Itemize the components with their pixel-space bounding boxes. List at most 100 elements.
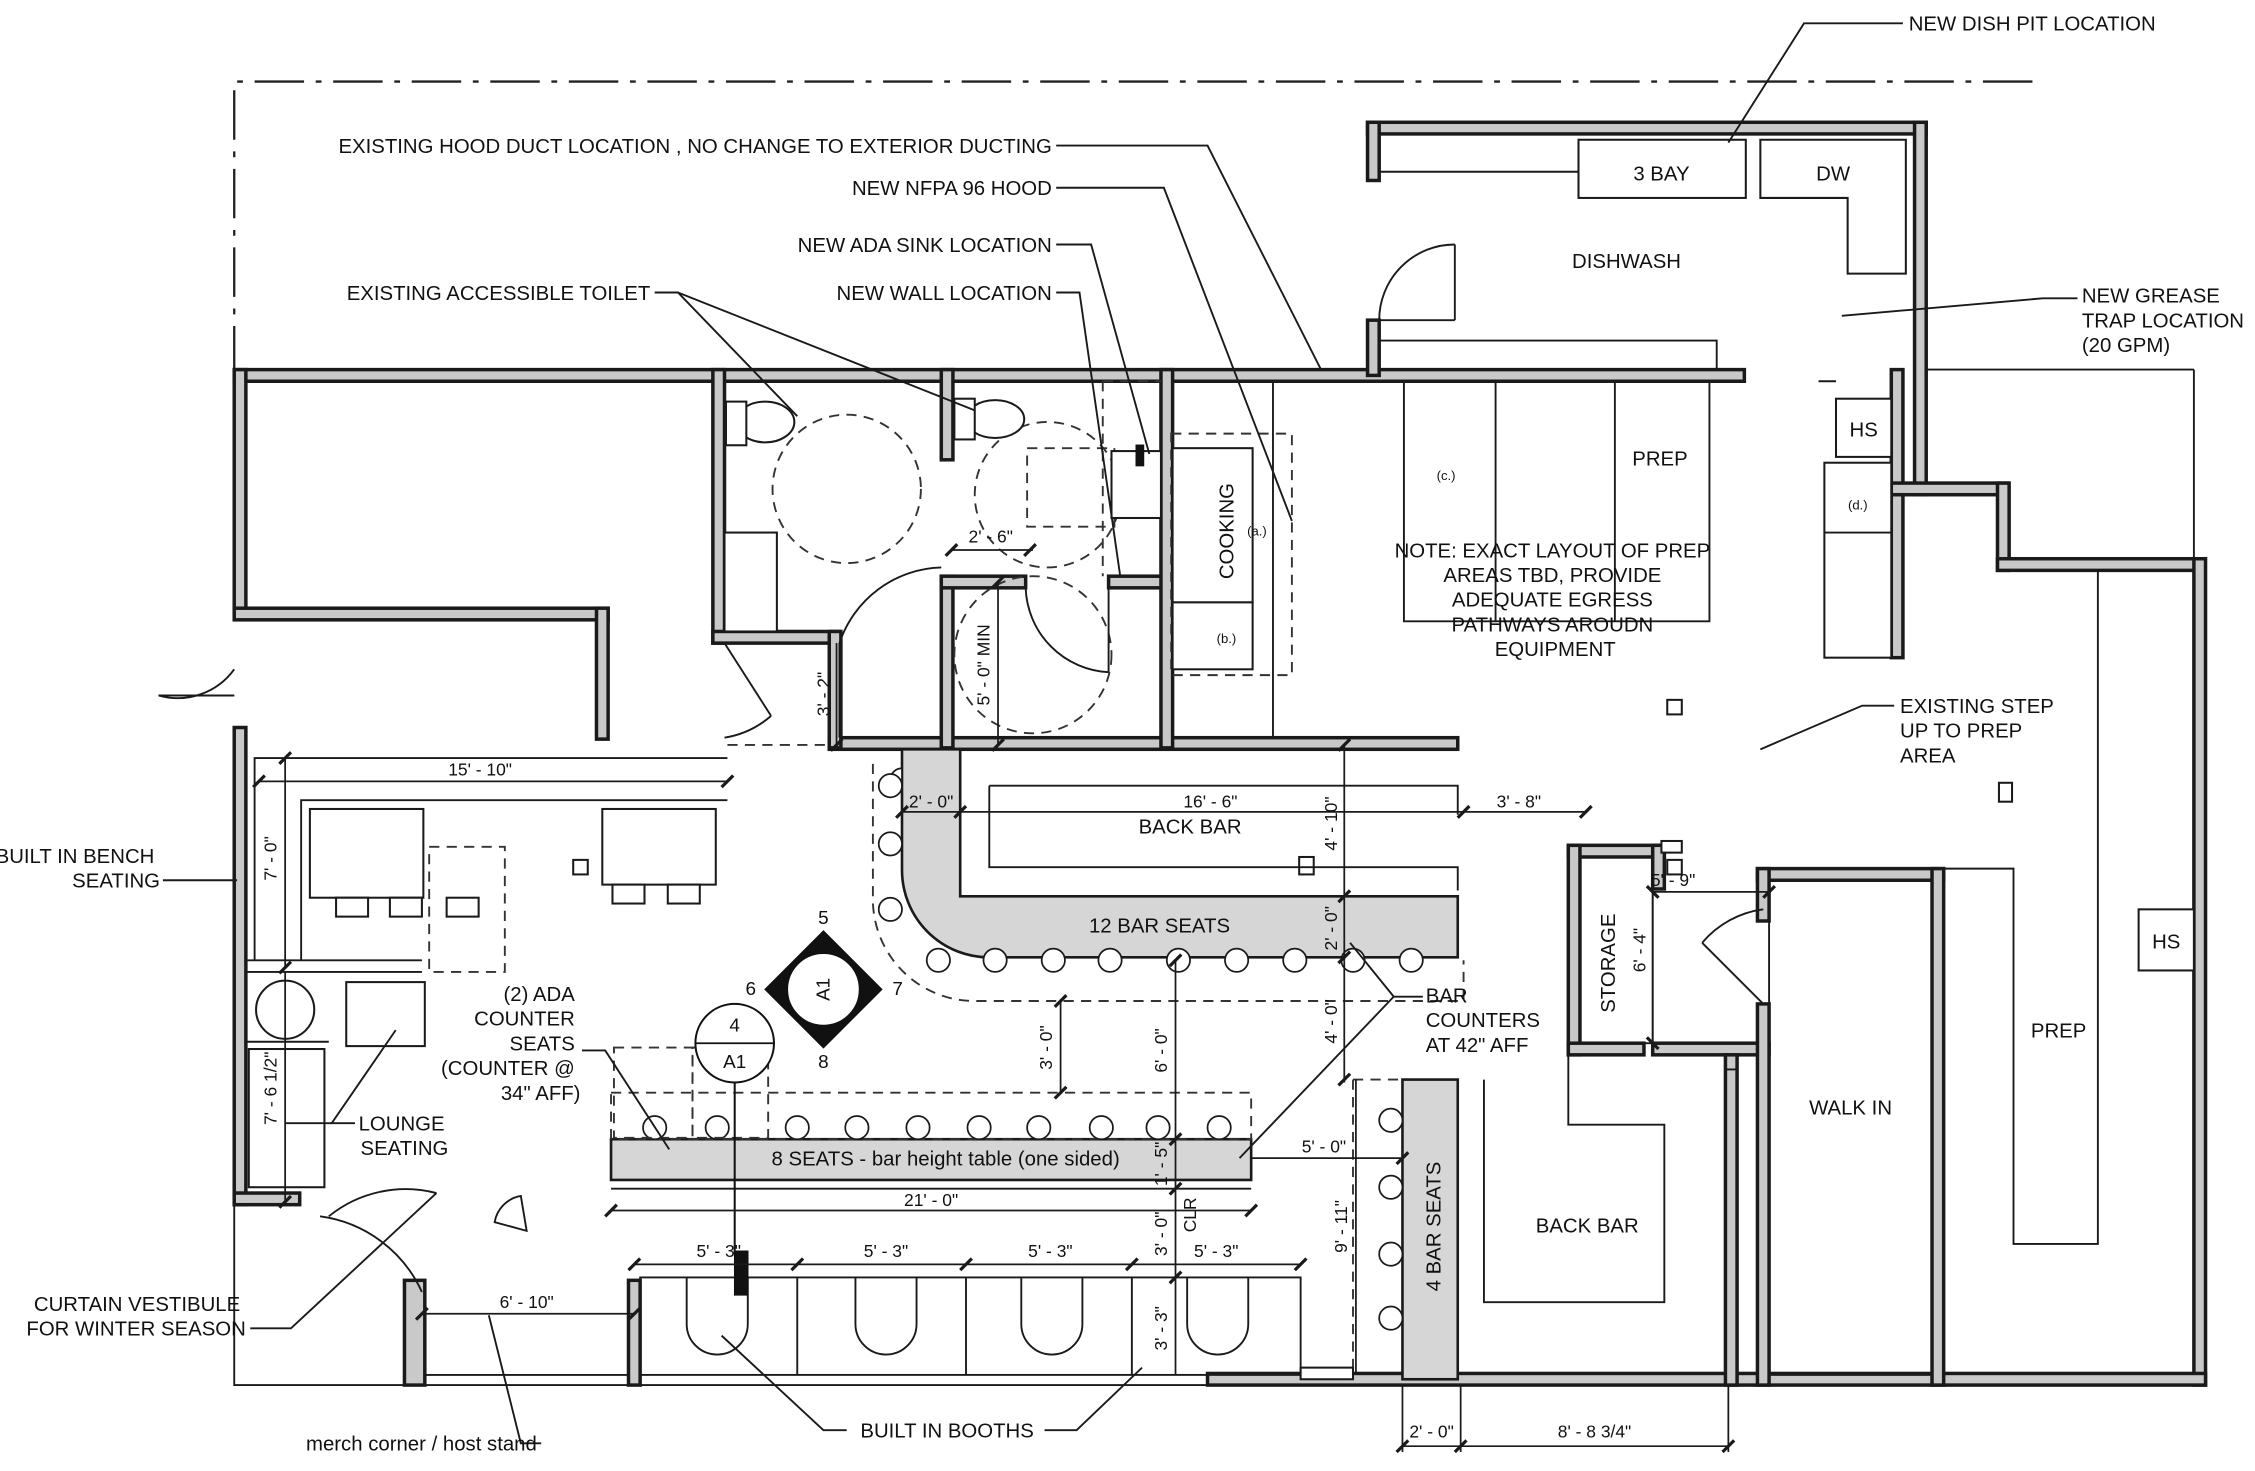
cooking-b <box>1171 601 1254 671</box>
a-tag: (a.) <box>1247 523 1267 538</box>
built-in-booths <box>639 1250 1355 1381</box>
walk-in-inner <box>1768 879 1933 1376</box>
svg-text:2' - 6": 2' - 6" <box>969 527 1013 547</box>
prep-top-label: PREP <box>1632 449 1687 471</box>
four-bar-counter <box>1401 1078 1460 1381</box>
svg-text:5' - 3": 5' - 3" <box>864 1241 908 1261</box>
bench-note: BUILT IN BENCH SEATING <box>0 846 160 893</box>
dishwash-door <box>1378 243 1455 322</box>
dim-6-4: 6' - 4" <box>1629 928 1649 972</box>
lounge-table <box>345 981 426 1048</box>
bar-stools-side <box>1378 1107 1404 1331</box>
svg-text:6' - 0": 6' - 0" <box>1151 1028 1171 1072</box>
dw-counter <box>1759 138 1907 275</box>
dish-pit-note: NEW DISH PIT LOCATION <box>1909 14 2156 36</box>
svg-text:5' - 3": 5' - 3" <box>1194 1241 1238 1261</box>
storage-label: STORAGE <box>1598 914 1620 1013</box>
dishwash-label: DISHWASH <box>1572 251 1681 273</box>
walls <box>232 120 2208 1387</box>
svg-text:2' - 0": 2' - 0" <box>909 792 953 812</box>
ada-counter-note: (2) ADA COUNTER SEATS (COUNTER @ 34" AFF… <box>441 984 580 1105</box>
hs-right-label: HS <box>2152 932 2180 954</box>
svg-text:CLR: CLR <box>1180 1197 1200 1232</box>
b-tag: (b.) <box>1217 631 1237 646</box>
dimensions: 15' - 10" 7' - 0" 7' - 6 1/2" 2' - 6" 5'… <box>252 527 1777 1454</box>
ada-sink-note: NEW ADA SINK LOCATION <box>798 235 1052 257</box>
svg-text:3' - 0": 3' - 0" <box>1036 1025 1056 1069</box>
d-equipment <box>1823 461 1893 659</box>
d-tag: (d.) <box>1848 497 1868 512</box>
three-bay-sink <box>1577 138 1747 199</box>
svg-text:2' - 0": 2' - 0" <box>1409 1421 1453 1441</box>
hood-note: NEW NFPA 96 HOOD <box>852 178 1052 200</box>
hs-top-label: HS <box>1849 420 1877 442</box>
svg-text:5' - 9": 5' - 9" <box>1651 870 1695 890</box>
svg-text:4' - 0": 4' - 0" <box>1321 999 1341 1043</box>
section-marker-a1: A1 5 6 7 8 <box>745 908 902 1073</box>
table-2 <box>601 807 717 886</box>
lounge-note: LOUNGE SEATING <box>359 1113 451 1160</box>
four-bar-seats-label: 4 BAR SEATS <box>1423 1162 1445 1292</box>
svg-text:5' - 0" MIN: 5' - 0" MIN <box>973 624 993 705</box>
merch-note: merch corner / host stand <box>306 1434 537 1456</box>
storage-door <box>1701 908 1764 1005</box>
hs-top <box>1834 397 1893 458</box>
svg-text:7: 7 <box>892 979 903 1000</box>
hood-outline <box>1170 432 1293 677</box>
vestibule-curtain <box>319 1215 423 1293</box>
c-tag: (c.) <box>1437 468 1456 483</box>
hood-duct-note: EXISTING HOOD DUCT LOCATION , NO CHANGE … <box>338 136 1051 158</box>
dw-label: DW <box>1816 163 1851 185</box>
svg-text:5' - 3": 5' - 3" <box>1028 1241 1072 1261</box>
cooking-label: COOKING <box>1217 483 1239 579</box>
bar-counters-note: BAR COUNTERS AT 42" AFF <box>1426 985 1546 1056</box>
step-note: EXISTING STEP UP TO PREP AREA <box>1900 696 2060 767</box>
prep-right-label: PREP <box>2031 1020 2086 1042</box>
back-bar-right-label: BACK BAR <box>1536 1215 1639 1237</box>
svg-text:5' - 0": 5' - 0" <box>1302 1136 1346 1156</box>
svg-text:3' - 3": 3' - 3" <box>1151 1306 1171 1350</box>
hs-right <box>2137 908 2195 972</box>
svg-text:A1: A1 <box>813 978 834 1001</box>
grease-trap-note: NEW GREASE TRAP LOCATION (20 GPM) <box>2082 286 2250 357</box>
twelve-bar-seats-label: 12 BAR SEATS <box>1089 916 1230 938</box>
svg-text:A1: A1 <box>723 1052 746 1073</box>
storefront-glazing <box>233 1204 405 1387</box>
eight-table-stools <box>642 1115 1232 1141</box>
svg-text:1' - 5": 1' - 5" <box>1151 1142 1171 1186</box>
svg-text:5: 5 <box>818 908 829 929</box>
svg-text:21' - 0": 21' - 0" <box>904 1190 958 1210</box>
eight-seat-table <box>609 1137 1253 1182</box>
eight-seats-label: 8 SEATS - bar height table (one sided) <box>772 1148 1120 1170</box>
toilet-note: EXISTING ACCESSIBLE TOILET <box>347 283 651 305</box>
cooking-line <box>1171 447 1254 604</box>
svg-text:16' - 6": 16' - 6" <box>1183 792 1237 812</box>
property-line <box>233 80 2037 376</box>
table-1 <box>308 807 425 899</box>
svg-text:7' - 0": 7' - 0" <box>260 836 280 880</box>
svg-text:3' - 0": 3' - 0" <box>1151 1212 1171 1256</box>
vestibule-note: CURTAIN VESTIBULE FOR WINTER SEASON <box>26 1294 245 1341</box>
svg-text:7' - 6 1/2": 7' - 6 1/2" <box>260 1052 280 1126</box>
svg-text:4: 4 <box>729 1016 740 1037</box>
svg-text:6: 6 <box>745 979 756 1000</box>
svg-text:15' - 10": 15' - 10" <box>448 760 512 780</box>
svg-text:2' - 0": 2' - 0" <box>1321 906 1341 950</box>
svg-text:8: 8 <box>818 1052 829 1073</box>
bar-stools-main <box>877 767 1424 973</box>
svg-text:5' - 3": 5' - 3" <box>696 1241 740 1261</box>
three-bay-label: 3 BAY <box>1633 163 1690 185</box>
svg-text:6' - 10": 6' - 10" <box>500 1292 554 1312</box>
booths-note: BUILT IN BOOTHS <box>860 1420 1033 1442</box>
new-wall-note: NEW WALL LOCATION <box>837 283 1052 305</box>
svg-text:3' - 2": 3' - 2" <box>813 672 833 716</box>
back-bar-right <box>1482 1054 1666 1304</box>
prep-note: NOTE: EXACT LAYOUT OF PREP AREAS TBD, PR… <box>1395 540 1716 661</box>
svg-text:4' - 10": 4' - 10" <box>1321 796 1341 850</box>
walk-in-label: WALK IN <box>1809 1097 1892 1119</box>
svg-text:9' - 11": 9' - 11" <box>1331 1200 1351 1253</box>
bench-seating <box>253 757 728 961</box>
svg-text:3' - 8": 3' - 8" <box>1497 792 1541 812</box>
annotations: NEW DISH PIT LOCATION EXISTING HOOD DUCT… <box>0 14 2250 1456</box>
